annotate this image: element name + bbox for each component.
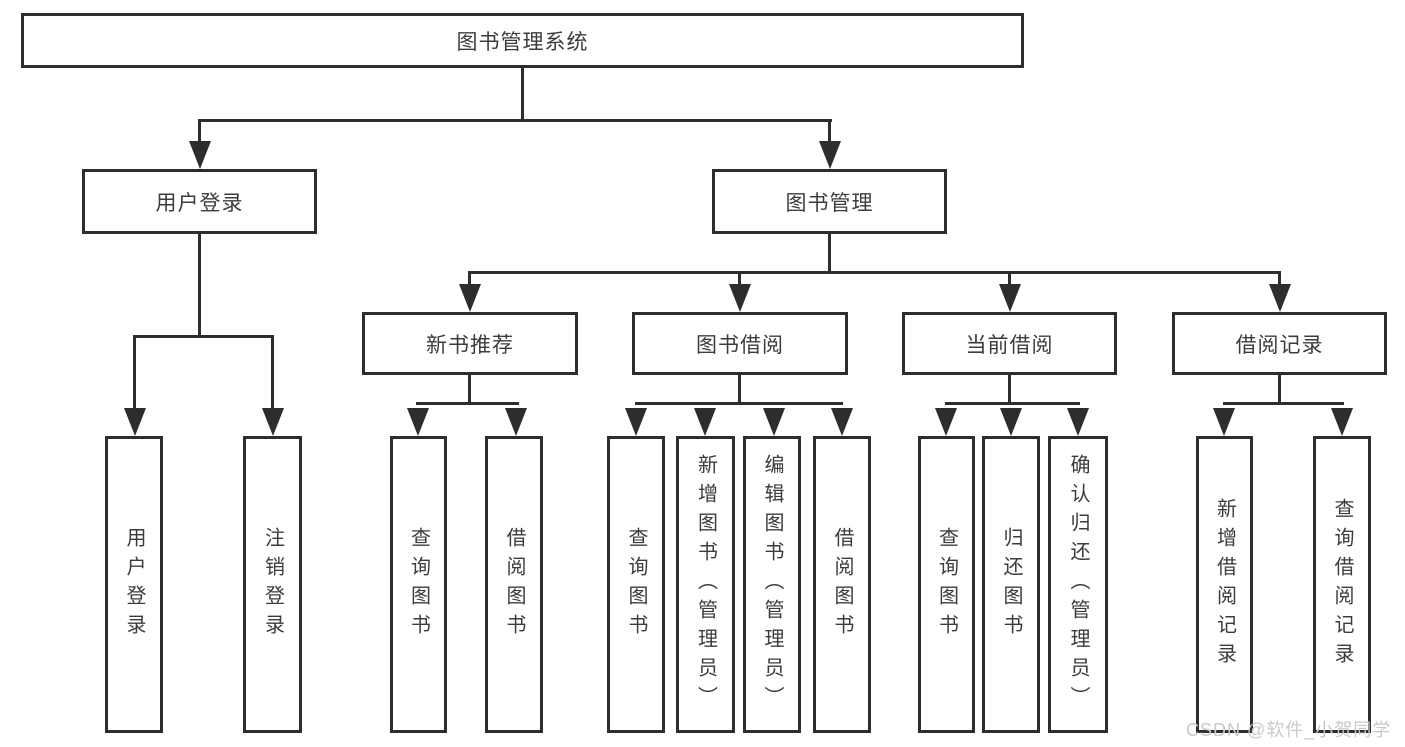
node-book-management: 图书管理 <box>712 169 947 234</box>
connector-line <box>738 373 741 405</box>
node-label: 当前借阅 <box>965 333 1054 357</box>
connector-line <box>198 119 201 147</box>
node-label: 编辑图书（管理员） <box>761 454 783 715</box>
arrow-down-icon <box>262 408 284 436</box>
arrow-down-icon <box>694 408 716 436</box>
node-label: 新增借阅记录 <box>1213 497 1236 672</box>
arrow-down-icon <box>1331 408 1353 436</box>
node-label: 查询借阅记录 <box>1331 497 1353 672</box>
node-label: 借阅记录 <box>1235 333 1324 357</box>
connector-line <box>468 271 1281 274</box>
connector-line <box>1008 373 1011 405</box>
connector-line <box>828 232 831 274</box>
arrow-down-icon <box>763 408 785 436</box>
node-label: 借阅图书 <box>831 526 853 643</box>
node-user-login: 用户登录 <box>82 169 317 234</box>
arrow-down-icon <box>819 141 841 169</box>
node-label: 图书借阅 <box>696 333 784 357</box>
connector-line <box>945 402 1080 405</box>
arrow-down-icon <box>935 408 957 436</box>
connector-line <box>635 402 843 405</box>
watermark: CSDN @软件_小贺同学 <box>1186 720 1392 740</box>
leaf-confirm-return-admin: 确认归还（管理员） <box>1048 436 1108 733</box>
node-label: 确认归还（管理员） <box>1067 454 1089 715</box>
arrow-down-icon <box>625 408 647 436</box>
leaf-query-books-1: 查询图书 <box>390 436 447 733</box>
node-label: 注销登录 <box>261 526 284 643</box>
node-library-system: 图书管理系统 <box>21 13 1024 68</box>
node-borrow-records: 借阅记录 <box>1172 312 1387 375</box>
node-label: 归还图书 <box>1000 526 1022 643</box>
leaf-borrow-books-2: 借阅图书 <box>813 436 871 733</box>
connector-line <box>133 335 136 411</box>
leaf-edit-book-admin: 编辑图书（管理员） <box>743 436 801 733</box>
arrow-down-icon <box>1067 408 1089 436</box>
node-book-borrow: 图书借阅 <box>632 312 848 375</box>
leaf-query-borrow-record: 查询借阅记录 <box>1313 436 1371 733</box>
node-label: 用户登录 <box>155 191 244 215</box>
node-new-book-recommend: 新书推荐 <box>362 312 578 375</box>
node-label: 查询图书 <box>407 526 430 643</box>
node-label: 图书管理 <box>785 191 874 215</box>
connector-line <box>133 335 274 338</box>
arrow-down-icon <box>505 408 527 436</box>
connector-line <box>828 119 831 147</box>
node-label: 新书推荐 <box>426 333 514 357</box>
arrow-down-icon <box>1213 408 1235 436</box>
node-label: 新增图书（管理员） <box>694 454 717 715</box>
connector-line <box>198 231 201 337</box>
leaf-logout: 注销登录 <box>243 436 302 733</box>
arrow-down-icon <box>124 408 146 436</box>
node-label: 查询图书 <box>625 526 647 643</box>
arrow-down-icon <box>189 141 211 169</box>
connector-line <box>1278 373 1281 405</box>
connector-line <box>1278 271 1281 287</box>
arrow-down-icon <box>1000 408 1022 436</box>
node-label: 借阅图书 <box>503 526 525 643</box>
leaf-add-borrow-record: 新增借阅记录 <box>1196 436 1253 733</box>
leaf-query-books-3: 查询图书 <box>918 436 975 733</box>
connector-line <box>1223 402 1344 405</box>
arrow-down-icon <box>1269 284 1291 312</box>
leaf-return-book: 归还图书 <box>982 436 1040 733</box>
connector-line <box>468 271 471 287</box>
connector-line <box>416 402 519 405</box>
leaf-query-books-2: 查询图书 <box>607 436 665 733</box>
node-current-borrow: 当前借阅 <box>902 312 1117 375</box>
leaf-borrow-books-1: 借阅图书 <box>485 436 543 733</box>
node-label: 查询图书 <box>935 526 958 643</box>
leaf-add-book-admin: 新增图书（管理员） <box>676 436 735 733</box>
arrow-down-icon <box>459 284 481 312</box>
arrow-down-icon <box>831 408 853 436</box>
connector-line <box>521 66 524 122</box>
arrow-down-icon <box>999 284 1021 312</box>
connector-line <box>738 271 741 287</box>
node-label: 图书管理系统 <box>456 30 589 54</box>
node-label: 用户登录 <box>123 526 145 643</box>
leaf-user-login: 用户登录 <box>105 436 163 733</box>
connector-line <box>198 119 832 122</box>
arrow-down-icon <box>407 408 429 436</box>
connector-line <box>1008 271 1011 287</box>
connector-line <box>468 373 471 405</box>
connector-line <box>271 335 274 411</box>
arrow-down-icon <box>729 284 751 312</box>
